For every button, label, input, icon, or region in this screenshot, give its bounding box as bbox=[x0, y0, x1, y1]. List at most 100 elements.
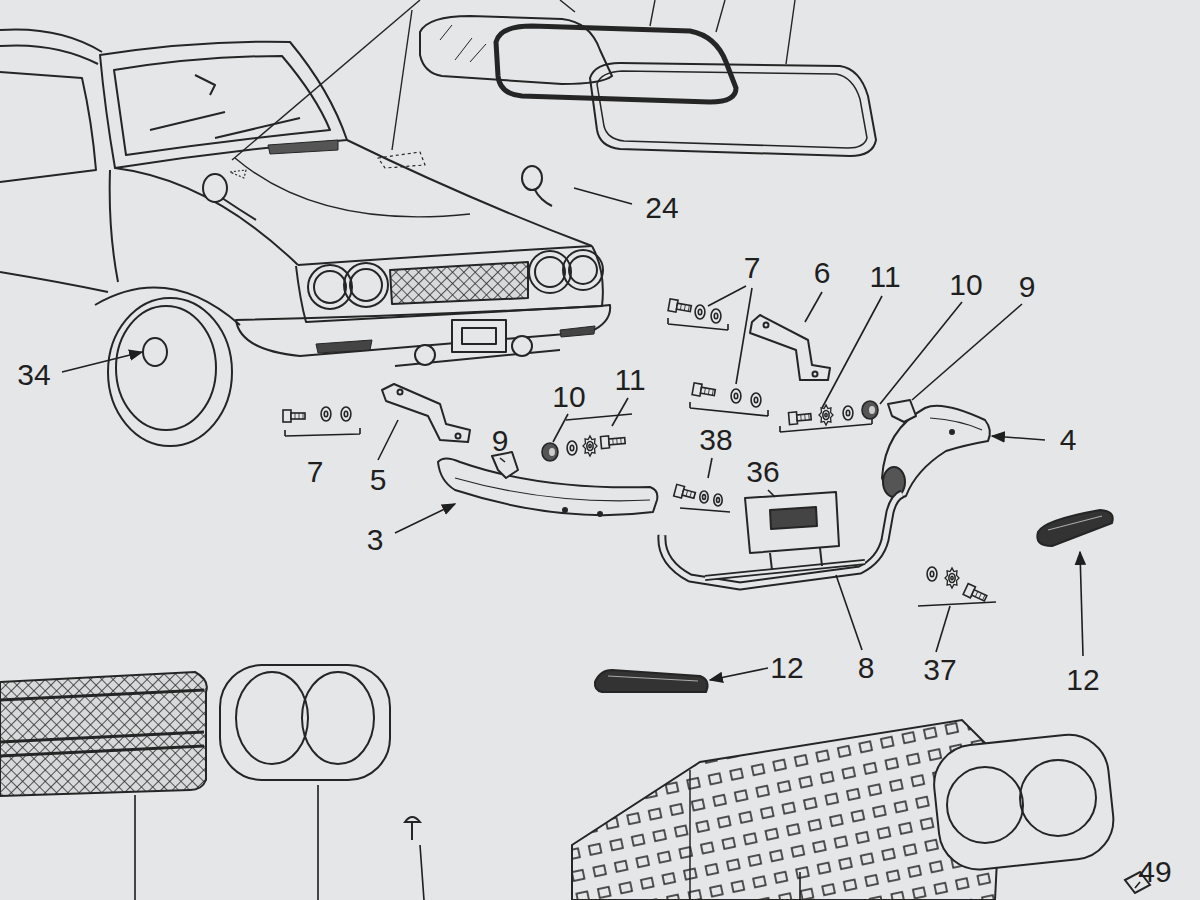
washer bbox=[341, 407, 351, 421]
bolt bbox=[283, 410, 305, 422]
bumper-parts bbox=[595, 670, 708, 692]
bolt bbox=[295, 413, 303, 419]
bumper-parts bbox=[750, 315, 830, 380]
car-body bbox=[344, 263, 388, 307]
leader-lines bbox=[574, 188, 632, 204]
grille-parts bbox=[0, 690, 204, 756]
callout-number: 34 bbox=[17, 360, 50, 390]
callout-number: 7 bbox=[307, 457, 324, 487]
leader-lines bbox=[768, 490, 775, 497]
washer bbox=[751, 393, 761, 407]
washer bbox=[587, 442, 593, 451]
bumper-parts bbox=[950, 430, 954, 434]
bolt bbox=[680, 304, 689, 311]
bumper-parts bbox=[398, 390, 403, 395]
washer bbox=[714, 313, 718, 319]
callout-number: 49 bbox=[1138, 857, 1171, 887]
washer bbox=[930, 571, 934, 577]
car-body bbox=[390, 262, 528, 304]
bolt bbox=[283, 410, 291, 422]
bolt bbox=[601, 435, 626, 449]
car-body bbox=[268, 140, 338, 154]
car-body bbox=[232, 0, 420, 160]
leader-lines bbox=[912, 304, 1022, 400]
leader-lines bbox=[500, 458, 505, 462]
callout-number: 24 bbox=[645, 193, 678, 223]
grille-parts bbox=[405, 817, 420, 840]
washer bbox=[949, 574, 955, 583]
bumper-parts bbox=[764, 323, 769, 328]
grille-parts bbox=[947, 767, 1023, 843]
car-body bbox=[110, 170, 118, 282]
bolt bbox=[692, 383, 716, 399]
washer bbox=[695, 305, 705, 319]
bolt bbox=[797, 414, 811, 421]
windshield-parts bbox=[560, 0, 795, 64]
washer bbox=[587, 442, 593, 451]
callout-number: 9 bbox=[492, 426, 509, 456]
washer bbox=[703, 495, 706, 500]
leader-lines bbox=[805, 292, 822, 322]
washer bbox=[700, 491, 708, 503]
bumper-parts bbox=[382, 315, 1113, 692]
car-body bbox=[314, 271, 346, 303]
bolt bbox=[972, 590, 987, 601]
lock-washer bbox=[945, 568, 959, 588]
car-body bbox=[108, 298, 232, 446]
leader-lines bbox=[836, 575, 862, 650]
washer bbox=[321, 407, 331, 421]
leader-lines bbox=[880, 302, 962, 404]
car-body bbox=[522, 166, 542, 190]
car-body bbox=[560, 326, 595, 337]
washer bbox=[700, 491, 708, 503]
washer bbox=[823, 411, 829, 420]
callout-number: 7 bbox=[744, 253, 761, 283]
washer bbox=[754, 397, 758, 403]
leader-lines bbox=[710, 668, 768, 680]
bumper-parts bbox=[813, 372, 818, 377]
grille-parts bbox=[0, 672, 207, 796]
washer bbox=[927, 567, 937, 581]
bumper-parts bbox=[1048, 516, 1102, 530]
leader-lines bbox=[1080, 552, 1083, 656]
car-body bbox=[222, 198, 256, 220]
bolt bbox=[700, 387, 715, 395]
callout-number: 8 bbox=[858, 653, 875, 683]
callout-number: 38 bbox=[699, 425, 732, 455]
callout-number: 5 bbox=[370, 465, 387, 495]
leader-lines bbox=[135, 785, 800, 900]
leader-lines bbox=[918, 602, 996, 606]
bolt bbox=[963, 584, 988, 604]
washer bbox=[567, 441, 577, 455]
callout-number: 36 bbox=[746, 457, 779, 487]
leader-lines bbox=[680, 508, 730, 512]
windshield-parts bbox=[590, 63, 876, 156]
washer bbox=[344, 411, 348, 417]
car-body bbox=[298, 246, 592, 265]
callout-number: 11 bbox=[614, 365, 645, 395]
bumper-parts bbox=[455, 478, 650, 501]
bolt bbox=[789, 412, 798, 425]
car-body bbox=[316, 340, 372, 353]
leader-lines bbox=[936, 606, 950, 652]
callout-number: 11 bbox=[869, 262, 900, 292]
washer bbox=[341, 407, 351, 421]
washer bbox=[734, 393, 738, 399]
washer bbox=[567, 441, 577, 455]
bumper-parts bbox=[745, 492, 839, 553]
car-body bbox=[415, 345, 435, 365]
washer bbox=[843, 406, 853, 420]
bumper-parts bbox=[456, 434, 461, 439]
bolt bbox=[291, 413, 305, 419]
leader-lines bbox=[553, 414, 568, 442]
car-body bbox=[0, 72, 96, 182]
windshield-parts bbox=[440, 25, 486, 62]
bolt bbox=[613, 438, 621, 445]
washer bbox=[751, 393, 761, 407]
callout-number: 12 bbox=[770, 653, 803, 683]
bolt bbox=[609, 438, 625, 445]
leader-lines bbox=[708, 458, 712, 478]
windshield-parts bbox=[420, 0, 876, 156]
car-body bbox=[230, 170, 246, 178]
